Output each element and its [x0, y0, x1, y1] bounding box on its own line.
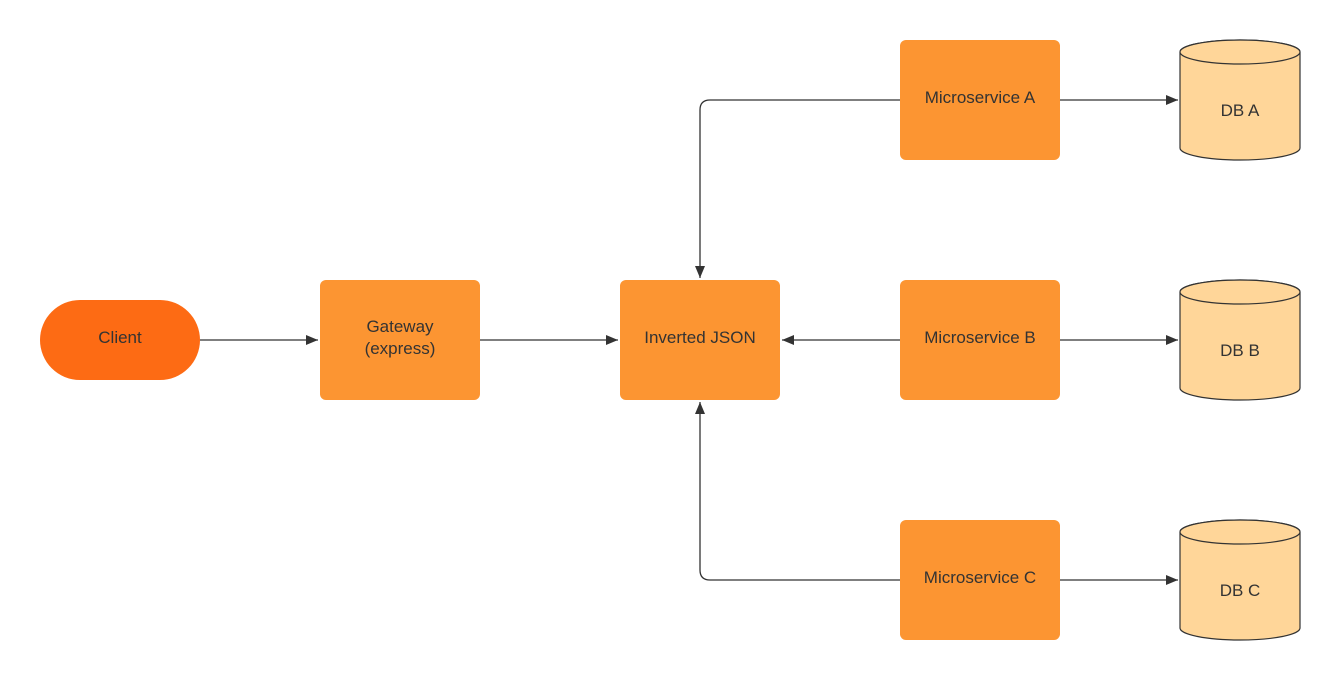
microservice-c-label: Microservice C [924, 568, 1036, 587]
gateway-shape [320, 280, 480, 400]
db-a-cylinder-top [1179, 39, 1301, 65]
db-c-cylinder-top [1179, 519, 1301, 545]
microservice-a-node[interactable]: Microservice A [900, 40, 1060, 160]
db-a-label: DB A [1221, 101, 1260, 120]
db-b-label: DB B [1220, 341, 1260, 360]
db-a-node[interactable]: DB A [1179, 39, 1301, 161]
gateway-label-line1: Gateway [366, 317, 434, 336]
microservice-c-shape [900, 520, 1060, 640]
db-b-node[interactable]: DB B [1179, 279, 1301, 401]
inverted-json-node[interactable]: Inverted JSON [620, 280, 780, 400]
client-label: Client [98, 328, 142, 347]
microservice-a-label: Microservice A [925, 88, 1036, 107]
inverted-json-shape [620, 280, 780, 400]
gateway-node[interactable]: Gateway (express) [320, 280, 480, 400]
edge-microservice-c-to-inverted-json [695, 402, 900, 581]
edge-microservice-a-to-inverted-json [695, 99, 900, 278]
microservice-c-node[interactable]: Microservice C [900, 520, 1060, 640]
gateway-label-line2: (express) [365, 339, 436, 358]
microservice-b-label: Microservice B [924, 328, 1035, 347]
client-node[interactable]: Client [40, 300, 200, 380]
db-b-cylinder-top [1179, 279, 1301, 305]
client-shape [40, 300, 200, 380]
db-c-node[interactable]: DB C [1179, 519, 1301, 641]
microservice-b-shape [900, 280, 1060, 400]
microservice-b-node[interactable]: Microservice B [900, 280, 1060, 400]
db-c-label: DB C [1220, 581, 1261, 600]
inverted-json-label: Inverted JSON [644, 328, 756, 347]
microservice-a-shape [900, 40, 1060, 160]
